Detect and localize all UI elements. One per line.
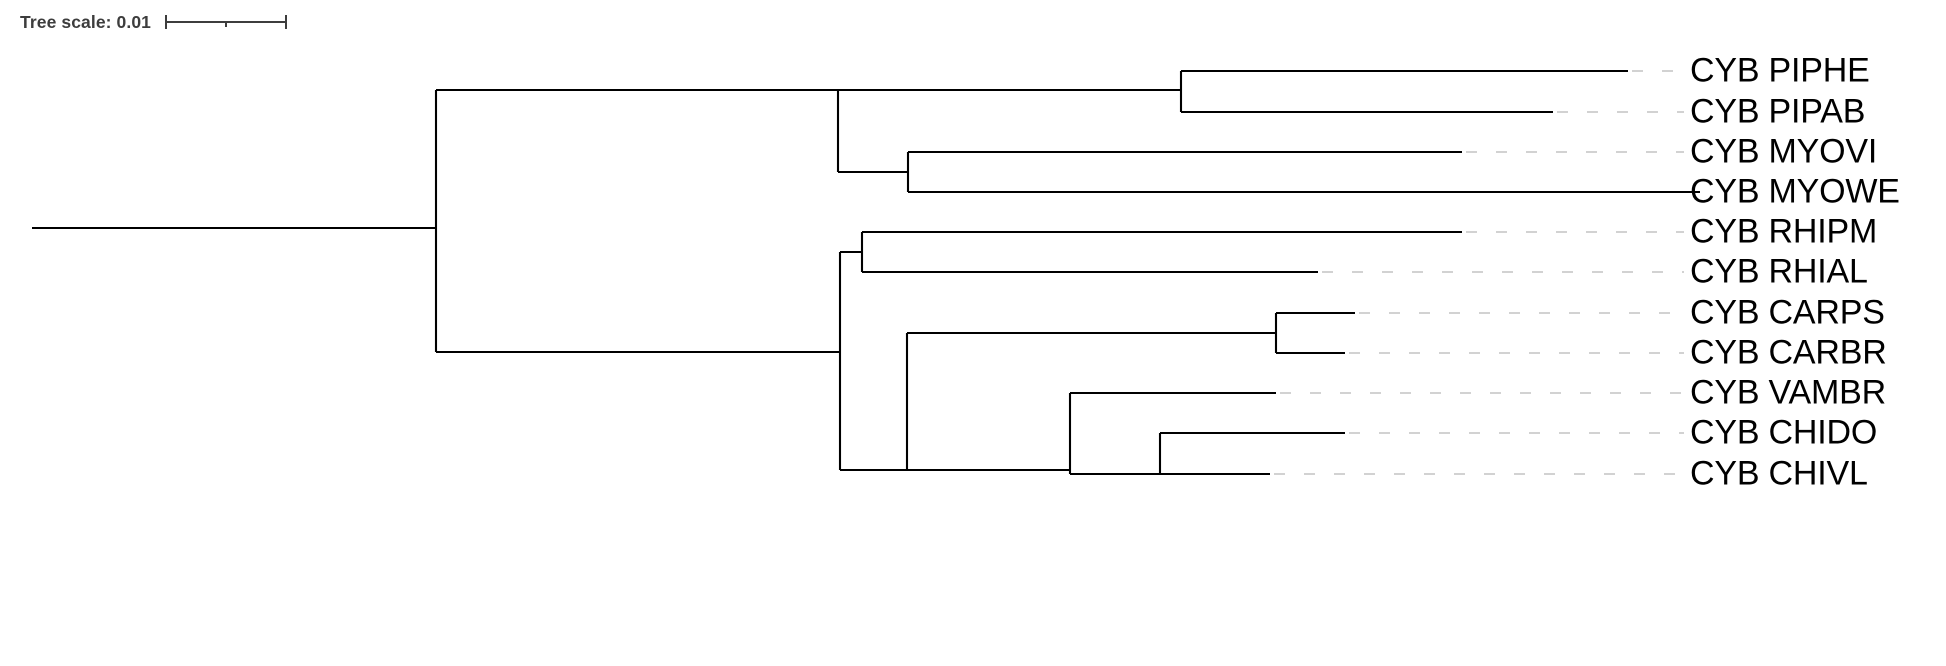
leaf-label-pipab[interactable]: CYB PIPAB [1690,92,1866,131]
leaf-label-myowe[interactable]: CYB MYOWE [1690,172,1900,211]
leaf-label-rhial[interactable]: CYB RHIAL [1690,252,1868,291]
leaf-label-rhipm[interactable]: CYB RHIPM [1690,212,1878,251]
leaf-label-chivl[interactable]: CYB CHIVL [1690,454,1868,493]
leaf-label-myovi[interactable]: CYB MYOVI [1690,132,1878,171]
leaf-label-carps[interactable]: CYB CARPS [1690,293,1885,332]
leaf-label-piphe[interactable]: CYB PIPHE [1690,51,1870,90]
tree-scale-bar: Tree scale: 0.01 [20,8,295,36]
scale-ruler-icon [165,15,288,29]
tree-scale-label: Tree scale: 0.01 [20,11,152,32]
leaf-label-carbr[interactable]: CYB CARBR [1690,333,1887,372]
leaf-label-chido[interactable]: CYB CHIDO [1690,413,1878,452]
leaf-label-vambr[interactable]: CYB VAMBR [1690,373,1886,412]
leader-lines-group [1274,70,1684,475]
